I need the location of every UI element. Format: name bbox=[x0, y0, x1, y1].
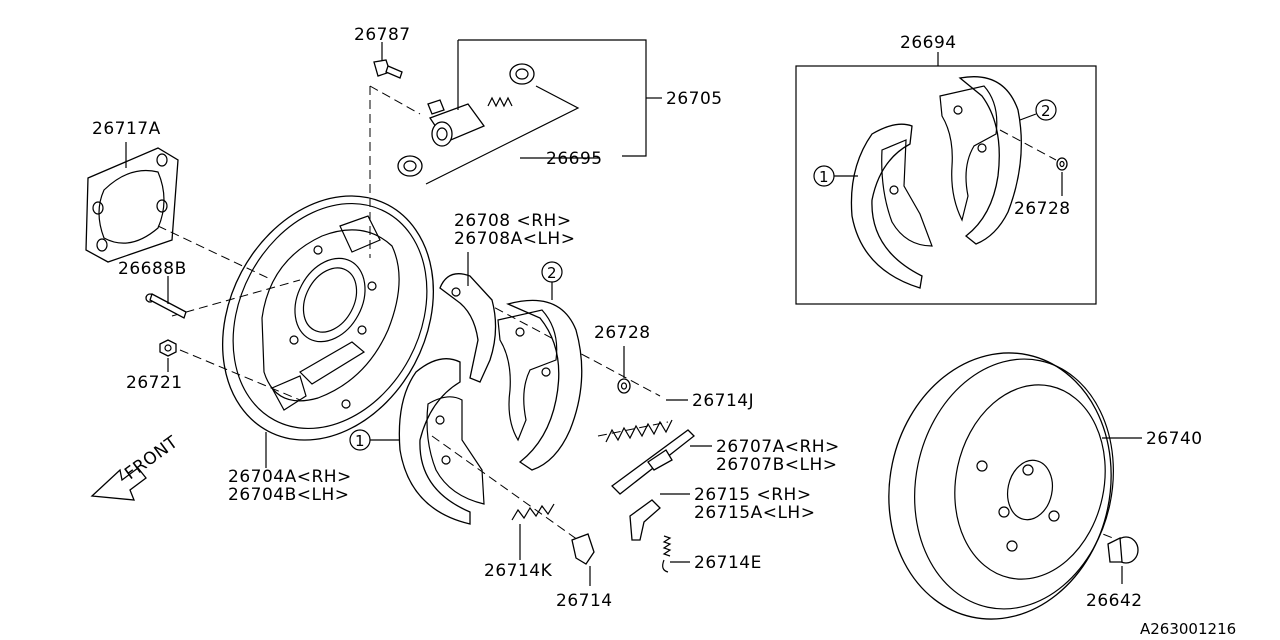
brake-shoe-1-leading[interactable] bbox=[398, 358, 485, 525]
bolt-26688B[interactable] bbox=[145, 293, 187, 319]
gasket-26717A[interactable] bbox=[85, 147, 179, 263]
label-26717A: 26717A bbox=[92, 119, 161, 139]
spring-26714K[interactable] bbox=[511, 503, 555, 521]
adjuster-26707[interactable] bbox=[611, 429, 695, 495]
label-26707B: 26707B<LH> bbox=[716, 455, 838, 475]
wheel-cylinder-26705[interactable] bbox=[427, 99, 486, 147]
label-26714E: 26714E bbox=[694, 553, 762, 573]
label-26714: 26714 bbox=[556, 591, 613, 611]
cylinder-spring[interactable] bbox=[487, 96, 513, 108]
label-26714J: 26714J bbox=[692, 391, 754, 411]
label-26787: 26787 bbox=[354, 25, 411, 45]
cap-26642[interactable] bbox=[1107, 536, 1139, 564]
label-26642: 26642 bbox=[1086, 591, 1143, 611]
label-26688B: 26688B bbox=[118, 259, 187, 279]
backing-plate-26704[interactable] bbox=[181, 159, 474, 477]
brake-drum-26740[interactable] bbox=[865, 332, 1137, 640]
label-26705: 26705 bbox=[666, 89, 723, 109]
label-26715A: 26715A<LH> bbox=[694, 503, 815, 523]
brake-shoe-2-trailing[interactable] bbox=[497, 299, 583, 471]
kit-brake-shoe-1[interactable] bbox=[850, 123, 933, 289]
front-direction-arrow bbox=[90, 467, 147, 501]
nut-26721[interactable] bbox=[159, 339, 177, 357]
front-label: FRONT bbox=[121, 432, 182, 484]
label-26708: 26708 <RH> bbox=[454, 211, 572, 231]
clip-26714[interactable] bbox=[571, 533, 595, 565]
label-26694: 26694 bbox=[900, 33, 957, 53]
label-26740: 26740 bbox=[1146, 429, 1203, 449]
label-26708A: 26708A<LH> bbox=[454, 229, 575, 249]
label-26704B: 26704B<LH> bbox=[228, 485, 350, 505]
label-26715: 26715 <RH> bbox=[694, 485, 812, 505]
shoe-kit-box-26694 bbox=[795, 65, 1097, 305]
label-26728-kit: 26728 bbox=[1014, 199, 1071, 219]
spring-26714J[interactable] bbox=[605, 419, 673, 443]
kit-brake-shoe-2[interactable] bbox=[939, 76, 1022, 245]
callout-1-lower: 1 bbox=[355, 432, 365, 450]
parking-lever-26708[interactable] bbox=[439, 273, 497, 383]
label-26728: 26728 bbox=[594, 323, 651, 343]
callout-2-kit: 2 bbox=[1041, 102, 1051, 120]
label-26721: 26721 bbox=[126, 373, 183, 393]
diagram-id: A263001216 bbox=[1140, 620, 1236, 638]
adjusting-lever-26715[interactable] bbox=[629, 499, 661, 541]
cylinder-cup-seal-26695[interactable] bbox=[397, 63, 535, 177]
washer-26728[interactable] bbox=[617, 378, 631, 394]
bleeder-26787[interactable] bbox=[373, 59, 403, 79]
label-26707A: 26707A<RH> bbox=[716, 437, 840, 457]
label-26704A: 26704A<RH> bbox=[228, 467, 352, 487]
kit-washer-26728[interactable] bbox=[1056, 157, 1068, 171]
callout-2-lower: 2 bbox=[547, 264, 557, 282]
callout-1-kit: 1 bbox=[819, 168, 829, 186]
label-26695: 26695 bbox=[546, 149, 603, 169]
label-26714K: 26714K bbox=[484, 561, 553, 581]
spring-26714E[interactable] bbox=[662, 535, 672, 573]
